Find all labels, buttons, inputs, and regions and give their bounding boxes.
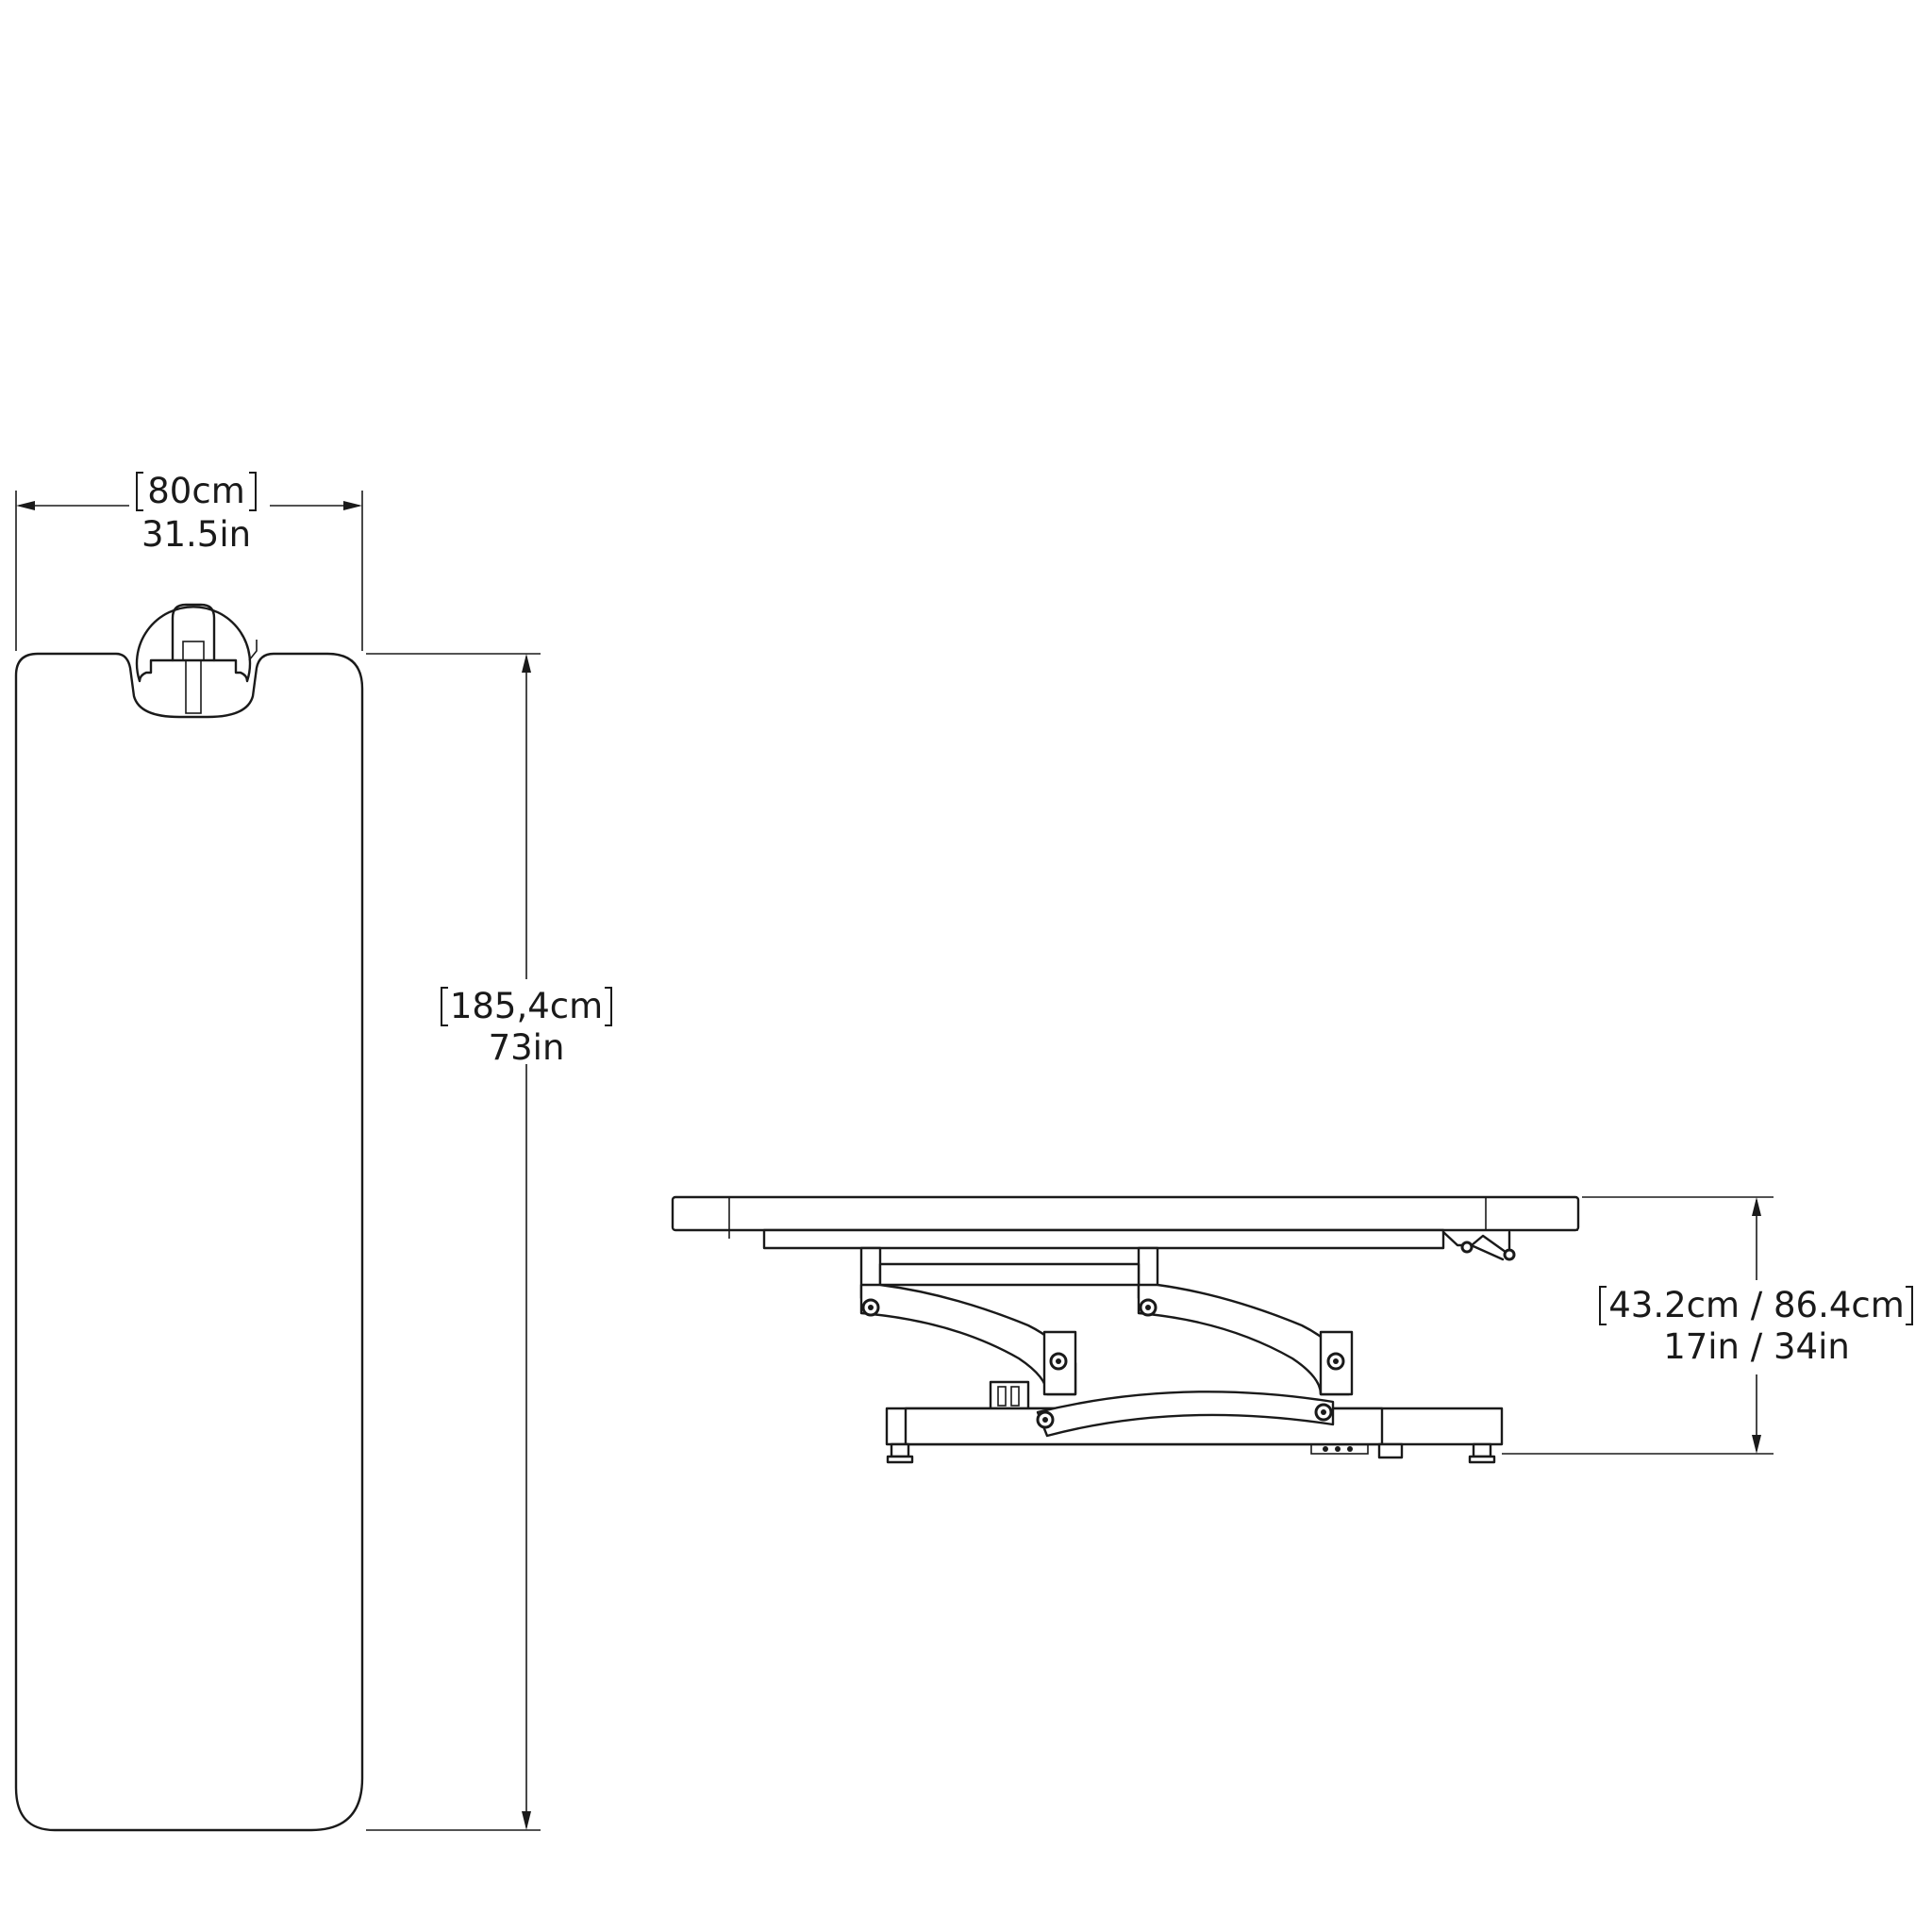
length-dimension: 185,4cm 73in: [366, 653, 612, 1831]
lift-arm-right: [1137, 1283, 1351, 1396]
top-view: 80cm 31.5in 185,4cm 73in: [14, 471, 612, 1832]
base-details: [1310, 1442, 1404, 1459]
height-metric-label: 43.2cm / 86.4cm: [1608, 1285, 1905, 1325]
table-frame: [762, 1228, 1445, 1250]
width-metric-label: 80cm: [147, 471, 244, 511]
side-view: 43.2cm / 86.4cm 17in / 34in: [671, 1195, 1913, 1464]
lower-link: [1036, 1391, 1335, 1438]
width-dimension: 80cm 31.5in: [15, 471, 363, 651]
height-dimension: 43.2cm / 86.4cm 17in / 34in: [1502, 1196, 1913, 1455]
motor: [989, 1380, 1030, 1412]
length-metric-label: 185,4cm: [450, 986, 603, 1026]
pivot-bolts: [861, 1298, 1345, 1429]
face-cradle: [135, 603, 258, 714]
length-imperial-label: 73in: [489, 1027, 565, 1068]
height-imperial-label: 17in / 34in: [1663, 1326, 1850, 1367]
table-top-outline: [14, 652, 364, 1832]
headrest-lever: [1441, 1230, 1516, 1261]
table-top-side: [671, 1195, 1580, 1232]
width-imperial-label: 31.5in: [142, 514, 251, 555]
